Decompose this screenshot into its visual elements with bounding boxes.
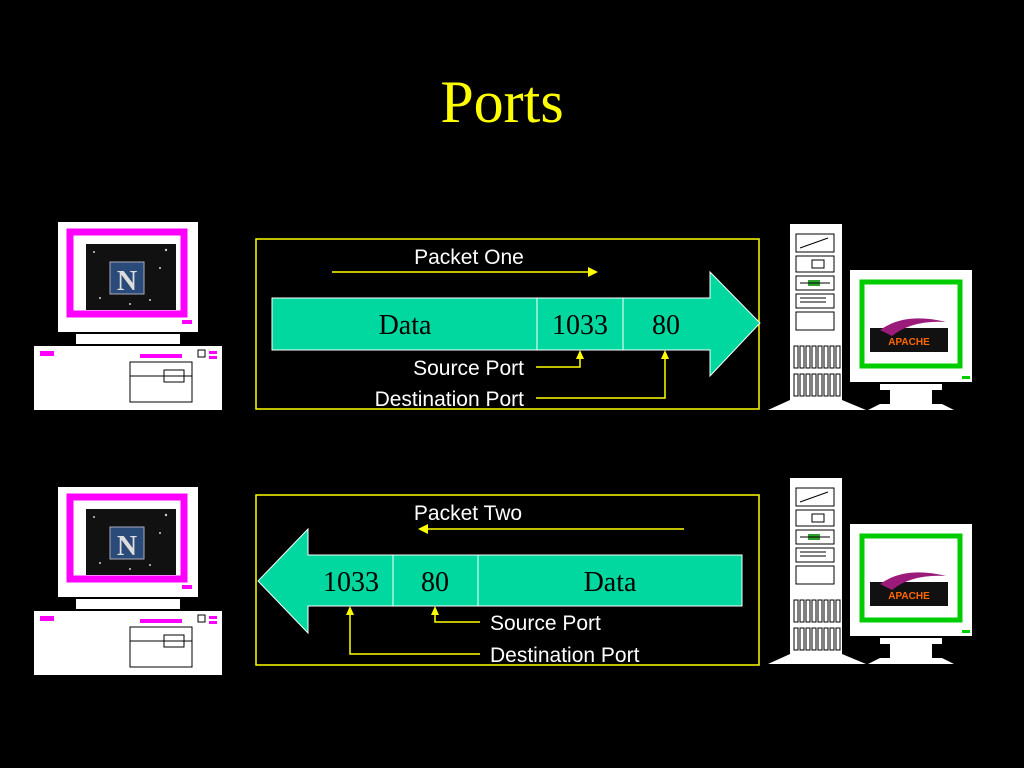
packet-two-destination-port-value: 1033	[323, 567, 379, 598]
packet-one-body: Data 1033 80	[271, 270, 761, 378]
packet-one-data-field: Data	[379, 310, 432, 341]
slide-title: Ports	[440, 69, 563, 135]
packet-one-destination-port-label: Destination Port	[375, 388, 525, 411]
packet-one-callouts	[536, 356, 666, 399]
browser-logo-letter: N	[117, 531, 137, 562]
packet-one-source-port-value: 1033	[552, 310, 608, 341]
packet-two-frame: Packet Two 1033 80 Data Source Port Dest…	[255, 494, 760, 667]
server-computer-two: APACHE	[768, 478, 972, 664]
packet-two-data-field: Data	[584, 567, 637, 598]
packet-two-body: 1033 80 Data	[257, 527, 743, 635]
client-computer-one: N	[34, 222, 222, 410]
packet-one-frame: Packet One Data 1033 80 Source Port Dest…	[255, 238, 761, 411]
server-logo-text: APACHE	[888, 337, 930, 348]
packet-one-destination-port-value: 80	[652, 310, 680, 341]
packet-two-source-port-value: 80	[421, 567, 449, 598]
packet-one-label: Packet One	[414, 246, 524, 269]
packet-two-source-port-label: Source Port	[490, 612, 601, 635]
client-computer-two: N	[34, 487, 222, 675]
packet-two-callouts	[349, 613, 480, 655]
browser-logo-letter: N	[117, 266, 137, 297]
server-logo-text: APACHE	[888, 591, 930, 602]
packet-two-destination-port-label: Destination Port	[490, 644, 640, 667]
server-computer-one: APACHE	[768, 224, 972, 410]
packet-one-source-port-label: Source Port	[413, 357, 524, 380]
packet-two-label: Packet Two	[414, 502, 522, 525]
